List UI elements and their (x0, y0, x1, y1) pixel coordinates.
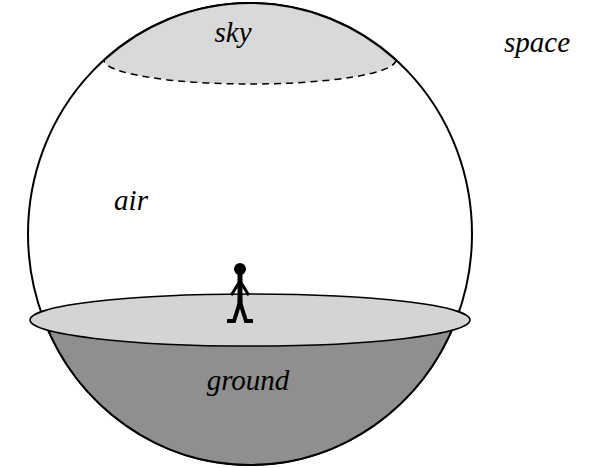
ground-surface (30, 294, 470, 346)
space-label: space (504, 28, 570, 57)
region-label: ground (207, 366, 290, 395)
region-label: sky (214, 18, 251, 47)
sky-boundary (104, 60, 396, 84)
sky-fill (104, 3, 396, 84)
stick-figure (229, 263, 251, 321)
sphere-arc (104, 3, 396, 60)
sky-cap: sky (104, 3, 396, 87)
ground-bowl: ground (28, 294, 472, 465)
sphere-outline (28, 3, 472, 465)
region-label: air (114, 186, 148, 215)
sphere-region: air sky ground (28, 3, 472, 465)
